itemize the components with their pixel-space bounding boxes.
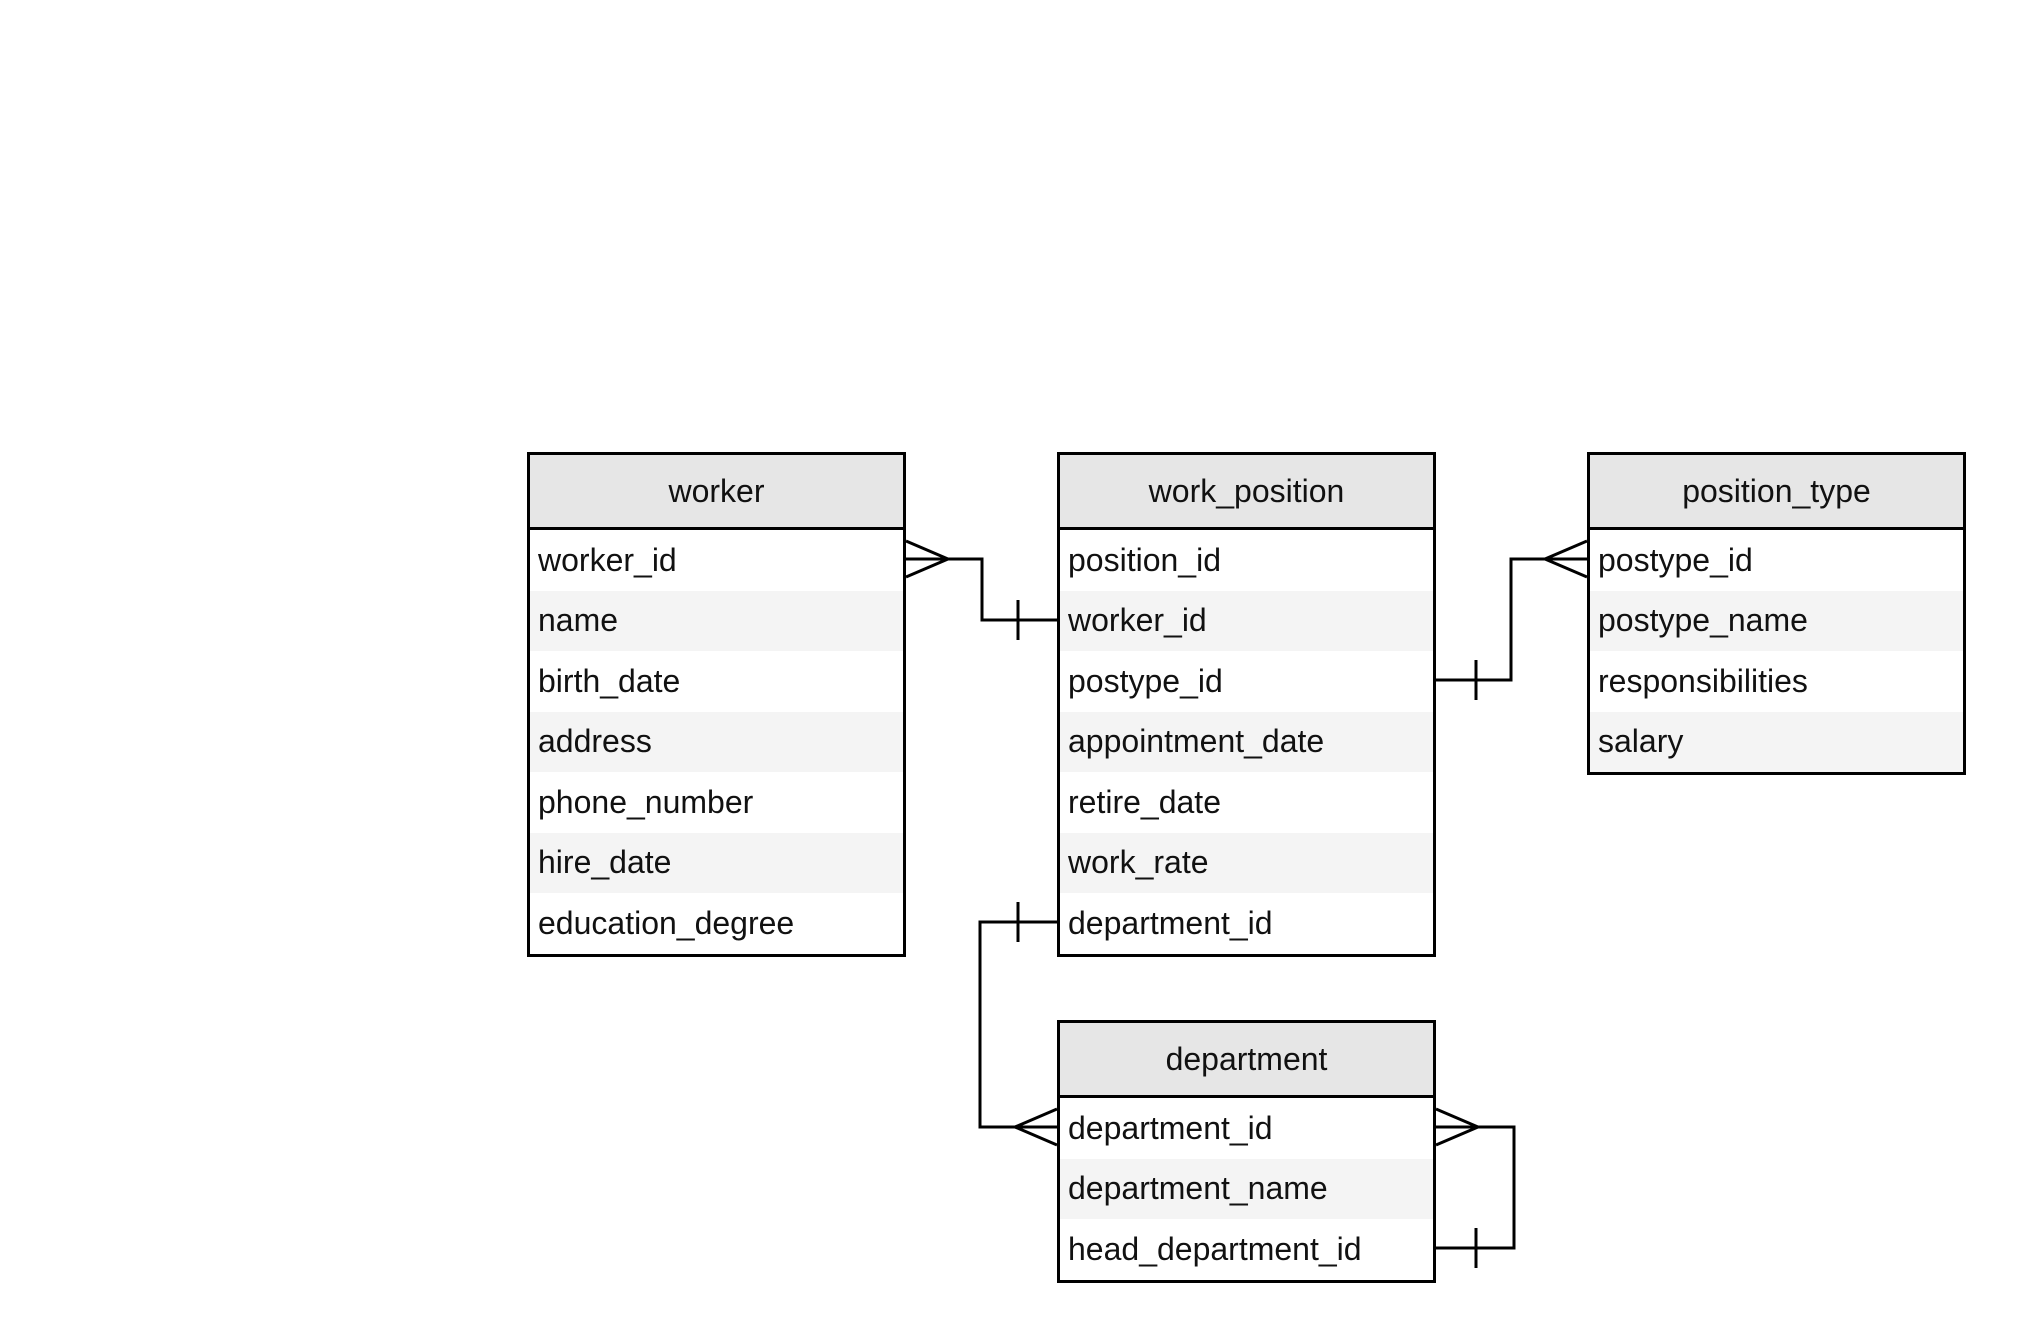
- field-worker-phone-number: phone_number: [538, 783, 754, 820]
- rel-work-position-position-type-line: [1436, 557, 1587, 682]
- field-worker-birth-date: birth_date: [538, 662, 681, 699]
- entity-position-type[interactable]: position_type postype_id postype_name re…: [1587, 452, 1966, 775]
- field-department-head-department-id: head_department_id: [1068, 1230, 1362, 1267]
- field-work-position-appointment-date: appointment_date: [1060, 711, 1433, 772]
- field-work-position-retire-date: retire_date: [1068, 783, 1221, 820]
- field-department-department-name: department_name: [1060, 1158, 1433, 1219]
- entity-work-position[interactable]: work_position position_id worker_id post…: [1057, 452, 1436, 957]
- rel-worker-work-position-line: [906, 557, 1057, 622]
- crowfoot-many-icon: [905, 539, 952, 579]
- field-work-position-position-id: position_id: [1068, 541, 1221, 578]
- field-worker-worker-id: worker_id: [538, 541, 677, 578]
- field-work-position-work-rate: work_rate: [1060, 832, 1433, 893]
- field-worker-education-degree: education_degree: [538, 904, 795, 941]
- entity-title: worker: [530, 455, 903, 530]
- crowfoot-many-icon: [1011, 1107, 1058, 1147]
- field-worker-address: address: [530, 711, 903, 772]
- field-department-department-id: department_id: [1068, 1109, 1273, 1146]
- field-position-type-postype-id: postype_id: [1598, 541, 1753, 578]
- field-worker-name: name: [530, 590, 903, 651]
- entity-title: work_position: [1060, 455, 1433, 530]
- field-work-position-worker-id: worker_id: [1060, 590, 1433, 651]
- field-position-type-responsibilities: responsibilities: [1598, 662, 1808, 699]
- crowfoot-many-icon: [1435, 1107, 1482, 1147]
- field-position-type-postype-name: postype_name: [1590, 590, 1963, 651]
- entity-title: position_type: [1590, 455, 1963, 530]
- rel-department-self-line: [1436, 1125, 1516, 1250]
- rel-work-position-department-line: [978, 920, 1057, 1129]
- entity-worker[interactable]: worker worker_id name birth_date address…: [527, 452, 906, 957]
- field-position-type-salary: salary: [1590, 711, 1963, 772]
- entity-title: department: [1060, 1023, 1433, 1098]
- field-work-position-department-id: department_id: [1068, 904, 1273, 941]
- crowfoot-many-icon: [1541, 539, 1588, 579]
- field-work-position-postype-id: postype_id: [1068, 662, 1223, 699]
- field-worker-hire-date: hire_date: [530, 832, 903, 893]
- entity-department[interactable]: department department_id department_name…: [1057, 1020, 1436, 1283]
